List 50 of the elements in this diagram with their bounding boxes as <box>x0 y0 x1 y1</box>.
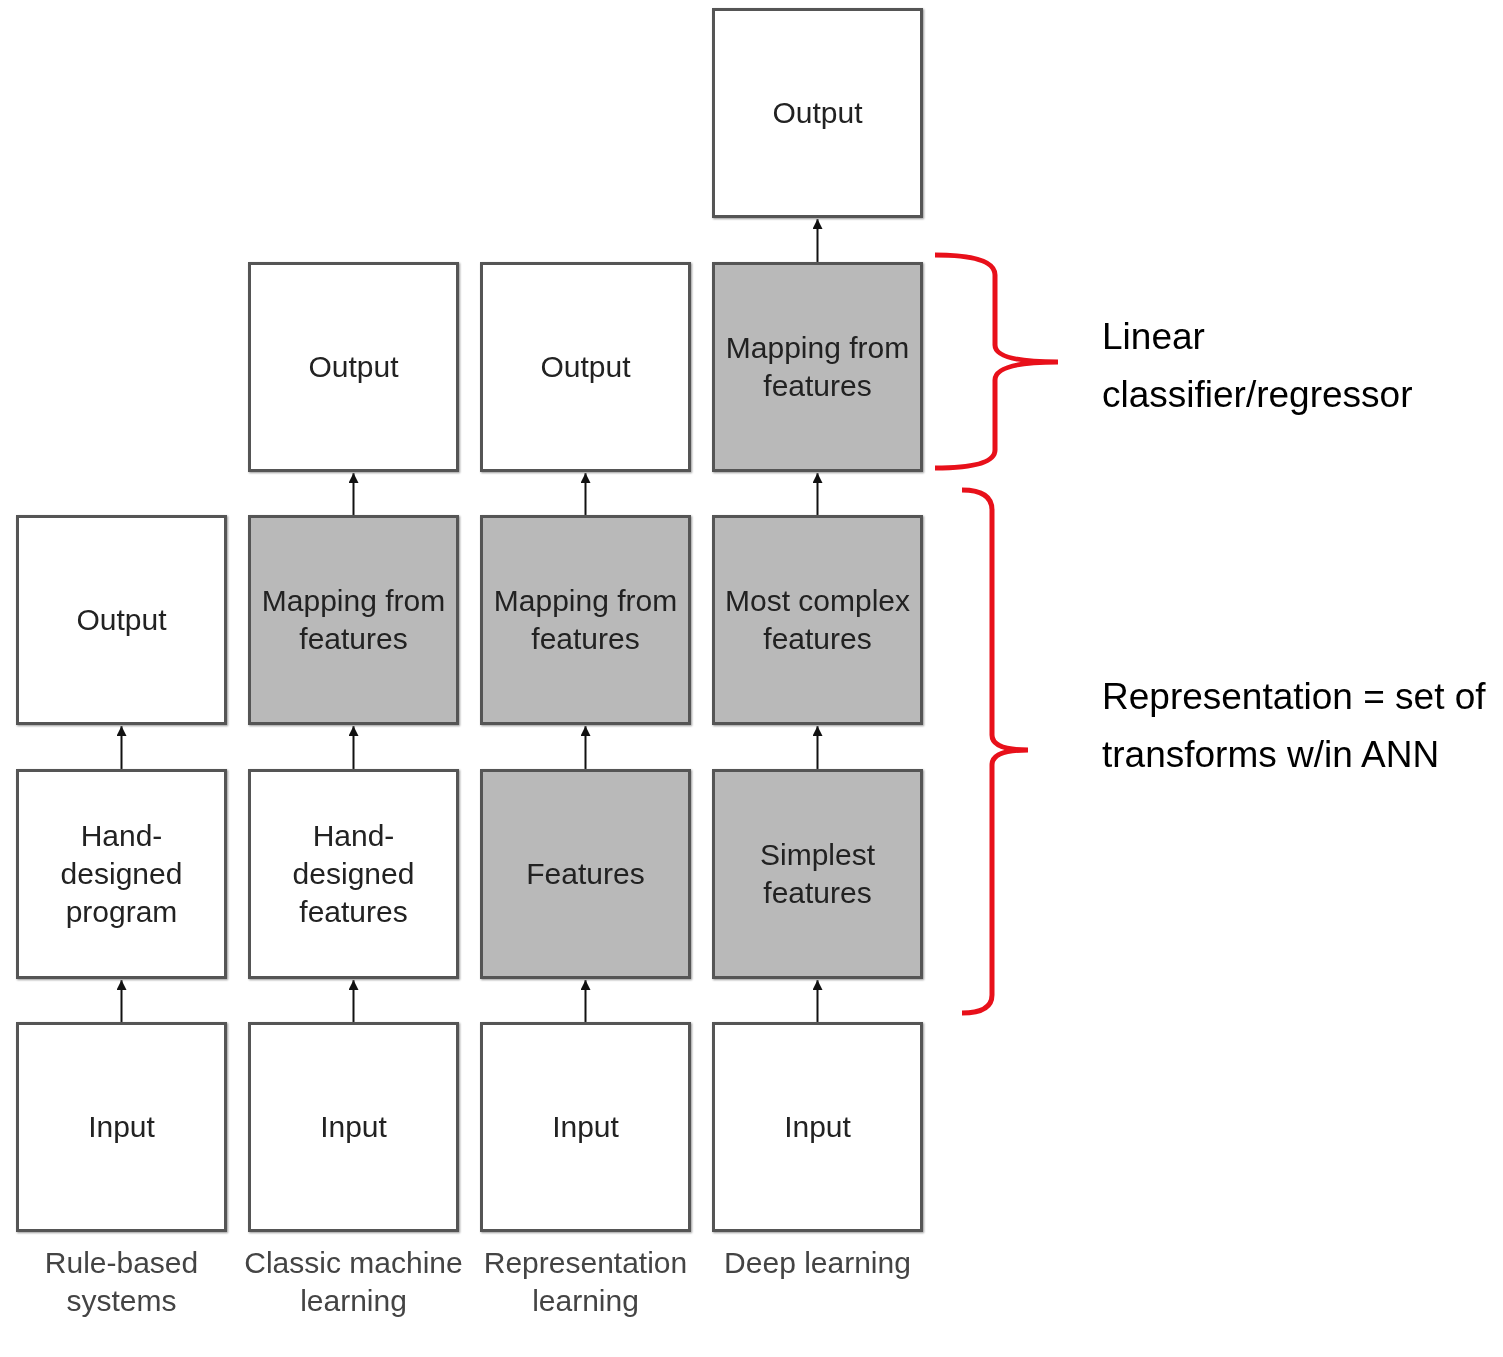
column-caption: Classic machine learning <box>243 1245 464 1319</box>
process-box <box>712 8 923 218</box>
process-box <box>712 515 923 725</box>
process-box <box>248 515 459 725</box>
box-label: Input <box>551 1109 620 1145</box>
process-box <box>480 515 691 725</box>
process-box <box>248 1022 459 1232</box>
arrow <box>812 979 823 1023</box>
process-box <box>16 1022 227 1232</box>
annotation-text: Representation = set of transforms w/in ANN <box>1102 675 1487 777</box>
arrow <box>812 725 823 770</box>
arrow <box>812 472 823 516</box>
process-box <box>16 515 227 725</box>
process-box <box>16 769 227 979</box>
arrow <box>348 472 359 516</box>
arrow <box>812 218 823 263</box>
process-box <box>480 1022 691 1232</box>
box-label: Output <box>771 95 864 131</box>
arrow <box>116 979 127 1023</box>
process-box <box>248 262 459 472</box>
box-label: Hand-designed program <box>59 818 184 930</box>
box-label: Output <box>539 349 632 385</box>
box-label: Input <box>783 1109 852 1145</box>
arrow <box>580 979 591 1023</box>
process-box <box>248 769 459 979</box>
box-label: Mapping from features <box>492 583 679 657</box>
box-label: Input <box>319 1109 388 1145</box>
annotation-text: Linear classifier/regressor <box>1102 315 1414 417</box>
column-caption: Rule-based systems <box>43 1245 200 1319</box>
box-label: Mapping from features <box>260 583 447 657</box>
box-label: Hand-designed features <box>291 818 416 930</box>
box-label: Output <box>75 602 168 638</box>
box-label: Mapping from features <box>724 330 911 404</box>
arrow <box>580 725 591 770</box>
process-box <box>480 262 691 472</box>
box-label: Output <box>307 349 400 385</box>
arrow <box>116 725 127 770</box>
column-caption: Representation learning <box>482 1245 689 1319</box>
process-box <box>712 1022 923 1232</box>
process-box <box>712 769 923 979</box>
column-caption: Deep learning <box>723 1245 912 1281</box>
box-label: Simplest features <box>758 837 876 911</box>
process-box <box>712 262 923 472</box>
box-label: Most complex features <box>723 583 912 657</box>
arrow <box>580 472 591 516</box>
arrow <box>348 725 359 770</box>
arrow <box>348 979 359 1023</box>
process-box <box>480 769 691 979</box>
box-label: Input <box>87 1109 156 1145</box>
box-label: Features <box>525 856 646 892</box>
